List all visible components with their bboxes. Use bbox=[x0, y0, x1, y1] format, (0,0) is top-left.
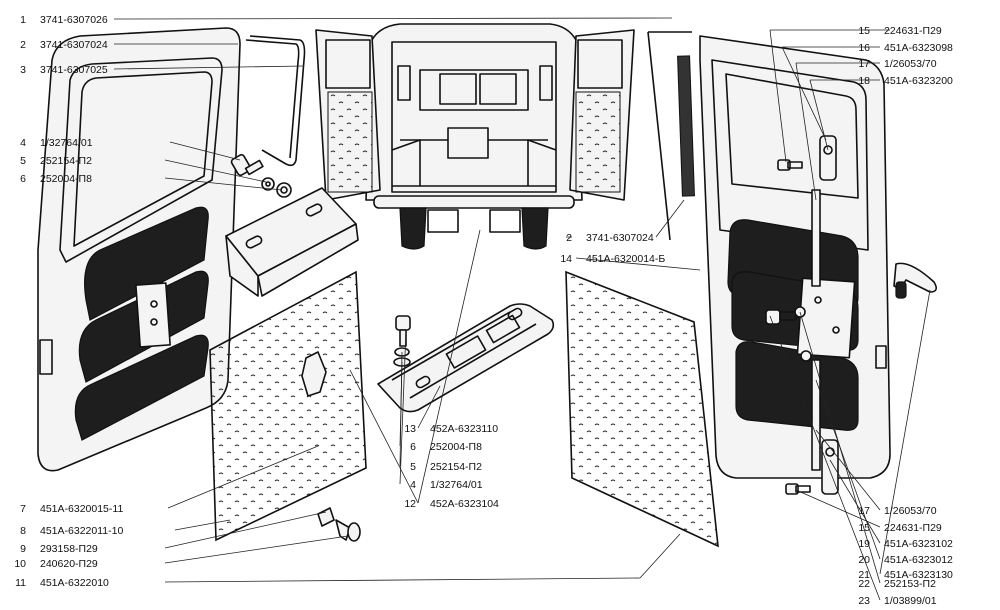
callout-part-code: 452А-6323104 bbox=[430, 498, 499, 510]
callout-number: 15 bbox=[858, 25, 870, 37]
leader-lines bbox=[113, 17, 931, 601]
callout-number: 13 bbox=[404, 423, 416, 435]
callout-number: 20 bbox=[858, 554, 870, 566]
callout-number: 14 bbox=[560, 253, 572, 265]
callout-part-code: 1/32764/01 bbox=[40, 137, 93, 149]
callout-part-code: 451А-6322011-10 bbox=[40, 525, 123, 537]
right-rear-door bbox=[699, 35, 938, 495]
callout-number: 19 bbox=[858, 538, 870, 550]
callout-part-code: 252004-П8 bbox=[430, 441, 482, 453]
callout-part-code: 451А-6323012 bbox=[884, 554, 953, 566]
callout-number: 10 bbox=[14, 558, 26, 570]
callout-number: 16 bbox=[858, 42, 870, 54]
callout-part-code: 451А-6320015-11 bbox=[40, 503, 123, 515]
callout-number: 4 bbox=[20, 137, 26, 149]
callout-part-code: 224631-П29 bbox=[884, 522, 942, 534]
bolt-set-right bbox=[765, 159, 812, 495]
callout-number: 17 bbox=[858, 505, 870, 517]
callout-number: 6 bbox=[410, 441, 416, 453]
callout-number: 7 bbox=[20, 503, 26, 515]
callout-number: 2 bbox=[20, 39, 26, 51]
callout-part-code: 451А-6322010 bbox=[40, 577, 109, 589]
callout-part-code: 240620-П29 bbox=[40, 558, 98, 570]
callout-number: 22 bbox=[858, 578, 870, 590]
callout-part-code: 224631-П29 bbox=[884, 25, 942, 37]
callout-number: 18 bbox=[858, 75, 870, 87]
center-window-seal bbox=[647, 31, 695, 241]
callout-part-code: 451А-6323102 bbox=[884, 538, 953, 550]
callout-number: 23 bbox=[858, 595, 870, 607]
callout-number: 6 bbox=[20, 173, 26, 185]
callout-number: 12 bbox=[404, 498, 416, 510]
callout-part-code: 452А-6323110 bbox=[430, 423, 498, 435]
callout-part-code: 451А-6320014-Б bbox=[586, 253, 665, 265]
callout-part-code: 3741-6307026 bbox=[40, 14, 108, 26]
callout-part-code: 252004-П8 bbox=[40, 173, 92, 185]
callout-part-code: 1/32764/01 bbox=[430, 479, 483, 491]
callout-part-code: 1/26053/70 bbox=[884, 505, 937, 517]
callout-part-code: 451А-6323130 bbox=[884, 569, 953, 581]
left-trim-panel bbox=[209, 270, 367, 542]
van-rear-view bbox=[315, 23, 635, 250]
callout-part-code: 3741-6307025 bbox=[40, 64, 108, 76]
hinge-bracket bbox=[225, 187, 359, 297]
callout-number: 11 bbox=[15, 577, 26, 589]
callout-number: 3 bbox=[20, 64, 26, 76]
screw-clip-set bbox=[317, 507, 361, 542]
striker-plate bbox=[377, 303, 555, 413]
callout-part-code: 451А-6323098 bbox=[884, 42, 953, 54]
left-rear-door bbox=[37, 27, 241, 472]
callout-part-code: 252154-П2 bbox=[430, 461, 482, 473]
callout-number: 17 bbox=[858, 58, 870, 70]
callout-number: 5 bbox=[20, 155, 26, 167]
callout-part-code: 451А-6323200 bbox=[884, 75, 953, 87]
callout-part-code: 3741-6307024 bbox=[586, 232, 654, 244]
callout-number: 2 bbox=[566, 232, 572, 244]
callout-number: 8 bbox=[20, 525, 26, 537]
callout-part-code: 1/03899/01 bbox=[884, 595, 937, 607]
callout-part-code: 1/26053/70 bbox=[884, 58, 937, 70]
callout-labels: 1 3741-6307026 2 3741-6307024 3 3741-6307025 4… bbox=[14, 14, 953, 607]
callout-number: 9 bbox=[20, 543, 26, 555]
callout-part-code: 252154-П2 bbox=[40, 155, 92, 167]
left-window-seal bbox=[245, 35, 306, 167]
right-trim-panel bbox=[565, 270, 719, 548]
callout-number: 21 bbox=[858, 569, 870, 581]
callout-number: 1 bbox=[20, 14, 26, 26]
callout-number: 4 bbox=[410, 479, 416, 491]
callout-number: 5 bbox=[410, 461, 416, 473]
callout-number: 15 bbox=[858, 522, 870, 534]
callout-part-code: 293158-П29 bbox=[40, 543, 98, 555]
callout-part-code: 3741-6307024 bbox=[40, 39, 108, 51]
callout-part-code: 252153-П2 bbox=[884, 578, 936, 590]
